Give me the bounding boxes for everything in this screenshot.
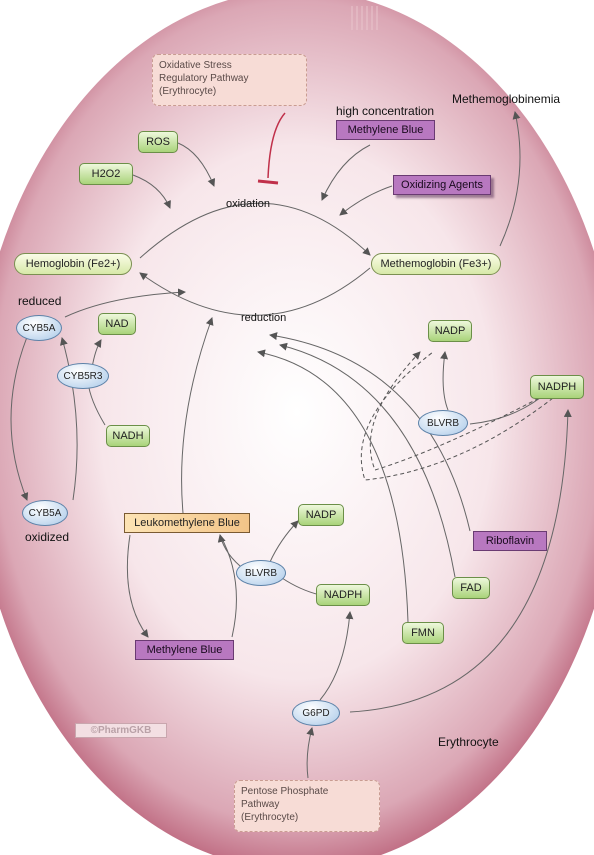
node-riboflavin[interactable]: Riboflavin [473,531,547,551]
pentose-line-3: (Erythrocyte) [241,812,299,823]
node-fmn[interactable]: FMN [402,622,444,644]
inhibit-bar [257,179,279,185]
arrow-g6pd-nadph-right [349,409,572,713]
pharmgkb-logo: ©PharmGKB [75,723,167,738]
label-reduced: reduced [18,294,62,308]
node-methemoglobin[interactable]: Methemoglobin (Fe3+) [371,253,501,275]
node-leukomethylene-blue[interactable]: Leukomethylene Blue [124,513,250,533]
label-erythrocyte: Erythrocyte [438,735,499,749]
arrow-pentose-g6pd [306,727,315,779]
arrow-fad [279,342,456,578]
arrow-mb-to-leuko [219,534,237,638]
arrow-nadph-blvrb [469,397,541,425]
arrow-h2o2 [132,174,171,209]
arrow-riboflavin [269,332,471,532]
arrow-blvrb-nadp [440,351,449,411]
arrow-cyb5a-down [10,336,29,501]
node-ros[interactable]: ROS [138,131,178,153]
node-nadp-right[interactable]: NADP [428,320,472,342]
node-h2o2[interactable]: H2O2 [79,163,133,185]
node-hemoglobin[interactable]: Hemoglobin (Fe2+) [14,253,132,275]
arrow-oxidizing [339,185,393,216]
reduction-arc [139,267,371,316]
oxidation-arc [139,202,371,259]
oxidative-stress-pathway[interactable]: Oxidative Stress Regulatory Pathway (Ery… [152,54,307,106]
arrow-leuko-to-mb [126,534,149,638]
arrow-cyb5a-up [60,337,78,501]
node-nadp-mid[interactable]: NADP [298,504,344,526]
dashed-nadph-2 [360,351,554,481]
node-cyb5r3[interactable]: CYB5R3 [57,363,109,389]
label-methemoglobinemia: Methemoglobinemia [452,92,561,106]
arrow-g6pd-nadph [319,611,354,701]
node-oxidizing-agents[interactable]: Oxidizing Agents [393,175,491,195]
node-methylene-blue-bottom[interactable]: Methylene Blue [135,640,234,660]
node-blvrb-right[interactable]: BLVRB [418,410,468,436]
arrow-cyb5a-to-hb [64,288,186,318]
node-g6pd[interactable]: G6PD [292,700,340,726]
arrow-fmn [257,349,409,623]
dashed-nadph-1 [369,351,546,471]
arrow-methemoglobinemia [499,111,521,247]
oxidative-stress-line-2: Regulatory Pathway [159,73,249,84]
arrow-ros [177,142,216,187]
pentose-line-2: Pathway [241,799,280,810]
arrow-blvrb-nadp-mid [269,520,299,563]
node-cyb5a-reduced[interactable]: CYB5A [16,315,62,341]
node-nad[interactable]: NAD [98,313,136,335]
pentose-phosphate-pathway[interactable]: Pentose Phosphate Pathway (Erythrocyte) [234,780,380,832]
pentose-line-1: Pentose Phosphate [241,786,329,797]
grid-icon [351,6,378,30]
node-nadh[interactable]: NADH [106,425,150,447]
oxidative-stress-line-1: Oxidative Stress [159,60,232,71]
label-oxidized: oxidized [25,530,70,544]
arrow-leuko-to-reduction [181,317,214,514]
node-nadph-right[interactable]: NADPH [530,375,584,399]
label-reduction: reduction [241,312,287,324]
node-fad[interactable]: FAD [452,577,490,599]
label-high-concentration: high concentration [336,104,435,118]
oxidative-stress-line-3: (Erythrocyte) [159,86,217,97]
node-nadph-mid[interactable]: NADPH [316,584,370,606]
inhibit-line [267,112,286,179]
node-methylene-blue-top[interactable]: Methylene Blue [336,120,435,140]
node-cyb5a-oxidized[interactable]: CYB5A [22,500,68,526]
label-oxidation: oxidation [226,198,271,210]
arrow-methylene-blue [321,144,371,201]
node-blvrb-mid[interactable]: BLVRB [236,560,286,586]
